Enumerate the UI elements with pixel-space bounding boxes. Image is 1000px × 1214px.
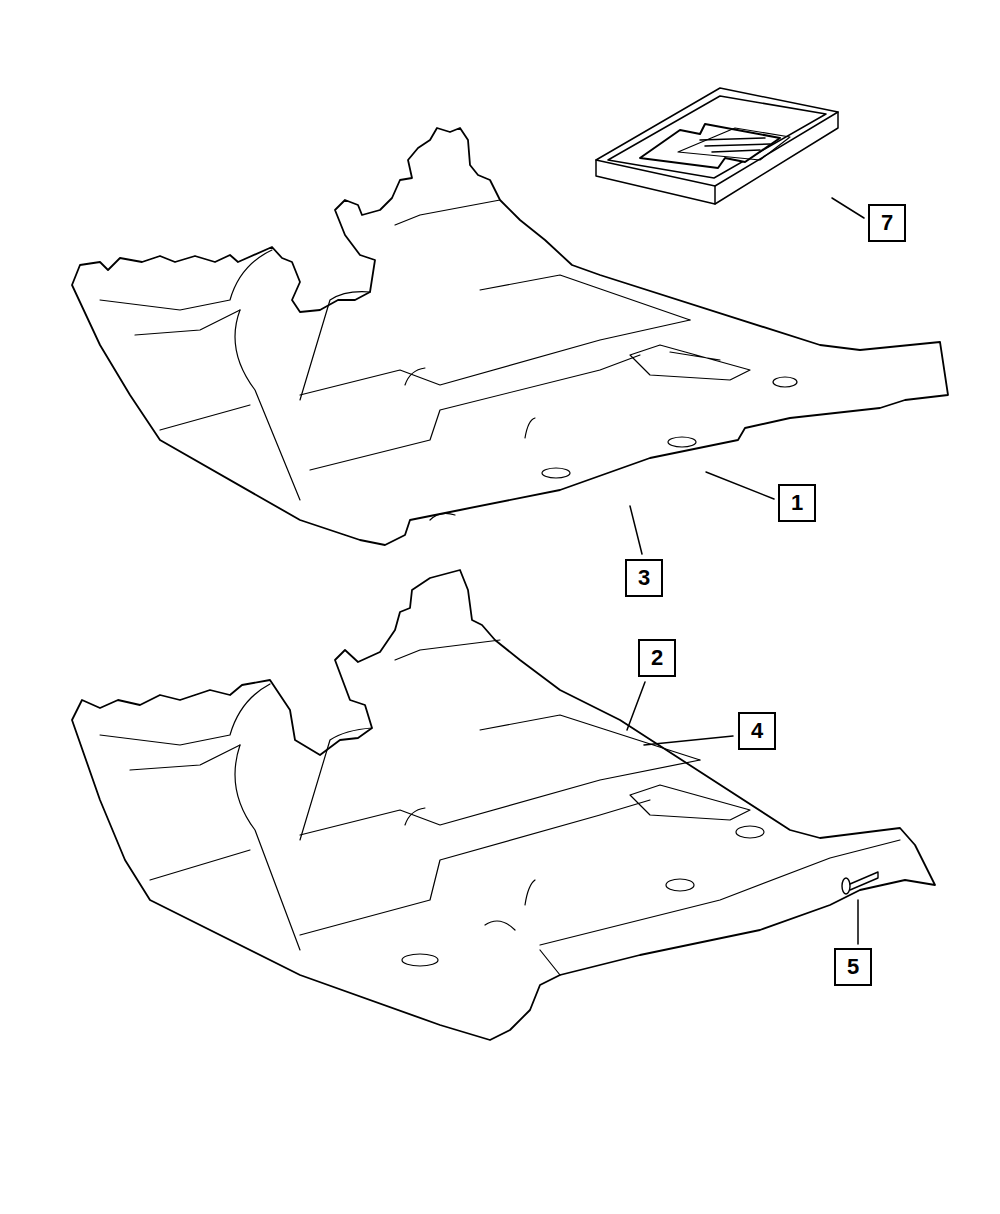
callout-number: 4	[751, 720, 763, 742]
callout-box: 7	[868, 204, 906, 242]
floor-mat-box	[596, 88, 838, 204]
callout-box: 4	[738, 712, 776, 750]
carpet-lower	[72, 570, 935, 1040]
callout-number: 1	[791, 492, 803, 514]
callout-number: 5	[847, 956, 859, 978]
callout-number: 3	[638, 567, 650, 589]
callout-number: 2	[651, 647, 663, 669]
callout-number: 7	[881, 212, 893, 234]
push-pin-fastener	[842, 872, 878, 894]
callout-box: 1	[778, 484, 816, 522]
callout-box: 3	[625, 559, 663, 597]
callout-box: 5	[834, 948, 872, 986]
callout-box: 2	[638, 639, 676, 677]
carpet-upper	[72, 128, 948, 545]
